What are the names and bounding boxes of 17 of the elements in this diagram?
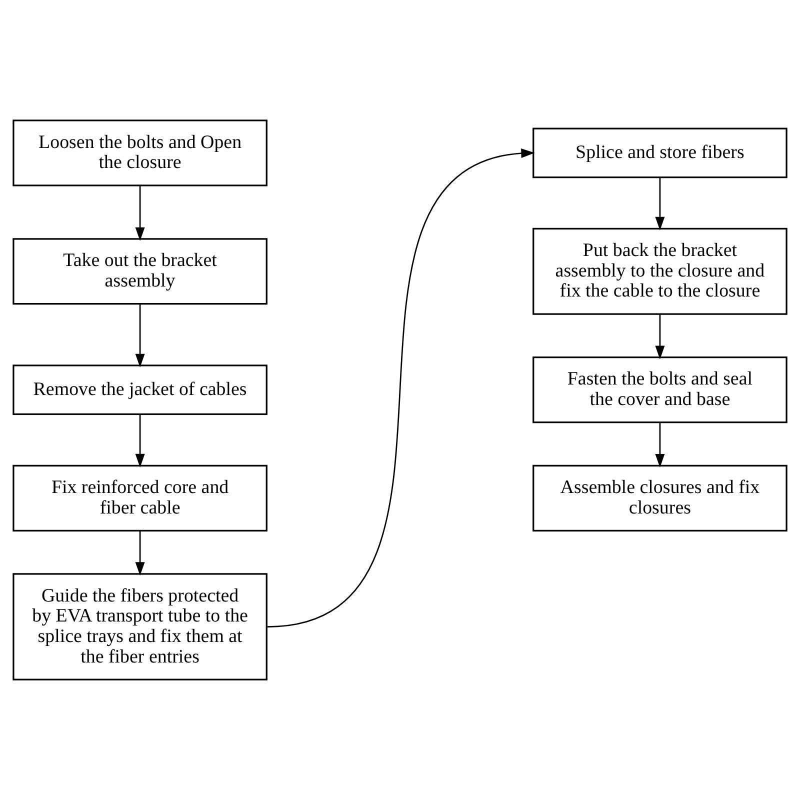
node-box: Assemble closures and fix closures [532,464,788,532]
node-box: Remove the jacket of cables [12,364,268,416]
arrow [135,414,145,468]
arrow [135,531,145,576]
arrow [655,314,665,360]
node-box: Loosen the bolts and Open the closure [12,120,268,186]
node-box: Guide the fibers protected by EVA transport tube to the splice trays and fix them at the fiber entries [12,573,268,680]
arrow [267,148,535,628]
arrow [135,186,145,241]
node-box: Fasten the bolts and seal the cover and base [532,356,788,424]
node-box: Take out the bracket assembly [12,238,268,305]
arrow [135,304,145,368]
node-box: Fix reinforced core and fiber cable [12,464,268,532]
node-box: Splice and store fibers [532,128,788,178]
node-box: Put back the bracket assembly to the closure and fix the cable to the closure [532,228,788,315]
arrow [655,178,665,230]
arrow [655,422,665,468]
